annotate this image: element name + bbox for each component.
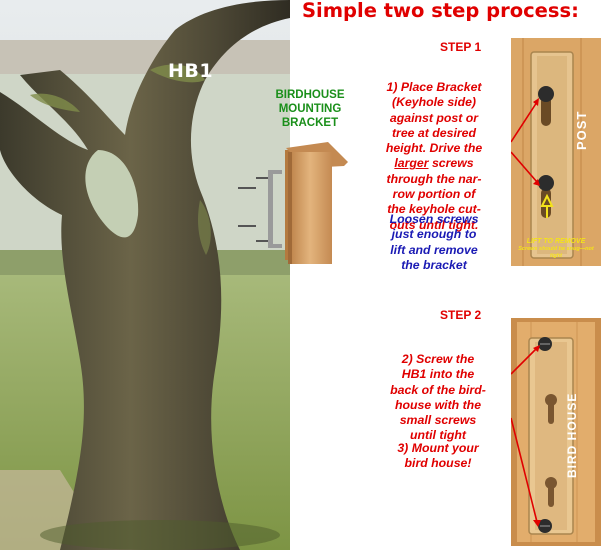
step2-line: 2) Screw the <box>401 352 475 366</box>
step1-line: outs until tight. <box>389 217 479 232</box>
birdhouse-illustration <box>286 142 348 264</box>
step1-line: against post or <box>389 110 479 125</box>
loosen-line: Loosen screws <box>389 212 479 226</box>
step2-line: back of the bird- <box>390 382 486 397</box>
step2-line: house with the <box>394 397 482 412</box>
step2-line: small screws <box>399 413 477 428</box>
bracket-label-line: BIRDHOUSE <box>275 89 345 101</box>
step1-line-rest: screws <box>431 156 474 171</box>
step1-line: larger screws <box>366 156 502 171</box>
model-label: HB1 <box>168 60 214 82</box>
loosen-instructions: Loosen screws just enough to lift and re… <box>372 212 496 273</box>
tree-photo <box>0 0 290 550</box>
lift-note-sub: Screws should be snug—not tight <box>518 246 594 259</box>
step2-heading: STEP 2 <box>440 308 482 322</box>
step1-line: tree at desired <box>391 125 477 140</box>
lift-note: LIFT TO REMOVE Screws should be snug—not… <box>516 238 596 259</box>
mount-line: 3) Mount your <box>397 441 479 455</box>
step1-line: the keyhole cut- <box>387 202 481 217</box>
mount-line: bird house! <box>404 456 472 471</box>
birdhouse-bracket-photo <box>511 318 601 546</box>
bracket-label-line: BRACKET <box>281 117 339 129</box>
post-label: POST <box>574 110 589 150</box>
lift-note-title: LIFT TO REMOVE <box>526 238 586 245</box>
loosen-line: just enough to <box>391 227 477 242</box>
loosen-line: lift and remove <box>390 242 478 257</box>
step1-line: through the nar- <box>386 171 482 186</box>
step2-line: until tight <box>410 428 466 443</box>
bracket-label: BIRDHOUSE MOUNTING BRACKET <box>268 88 352 130</box>
tree-photo-illustration <box>0 0 290 550</box>
birdhouse-label: BIRD HOUSE <box>565 392 579 478</box>
loosen-line: the bracket <box>401 257 467 272</box>
step1-instructions: 1) Place Bracket (Keyhole side) against … <box>366 80 502 233</box>
step1-line: 1) Place Bracket <box>386 80 482 94</box>
step2-instructions: 2) Screw the HB1 into the back of the bi… <box>370 352 506 444</box>
step1-heading: STEP 1 <box>440 40 482 54</box>
step1-line: (Keyhole side) <box>391 95 477 110</box>
page-title: Simple two step process: <box>302 0 579 22</box>
post-bracket-photo <box>511 38 601 266</box>
bracket-label-line: MOUNTING <box>278 103 342 115</box>
step1-line: height. Drive the <box>385 141 483 156</box>
mount-instructions: 3) Mount your bird house! <box>370 441 506 472</box>
emphasis-word: larger <box>394 156 429 171</box>
step1-line: row portion of <box>392 187 476 202</box>
step2-line: HB1 into the <box>401 367 475 382</box>
